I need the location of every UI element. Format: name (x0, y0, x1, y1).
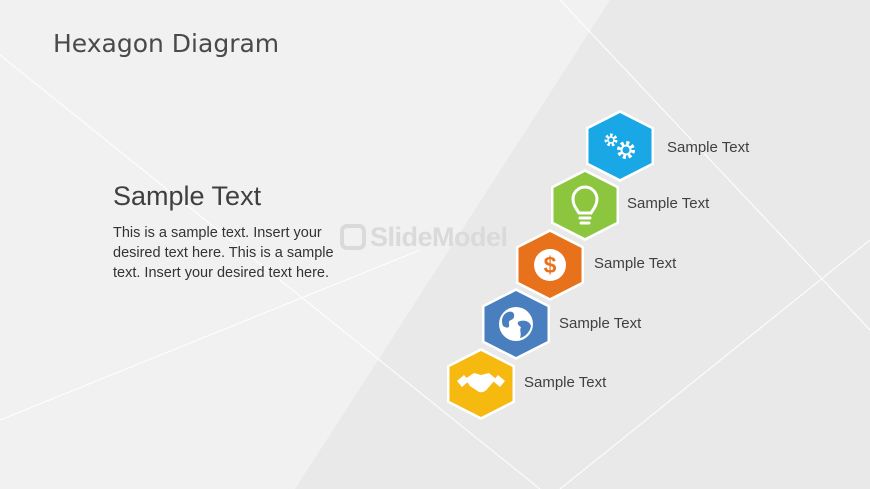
watermark-text: SlideModel (370, 221, 508, 252)
hexagon-fill (553, 172, 617, 238)
page-title: Hexagon Diagram (53, 29, 280, 58)
gears-icon (604, 133, 635, 159)
hexagon-step-2 (547, 167, 623, 243)
hexagon-step-5 (443, 346, 519, 422)
lightbulb-icon (571, 185, 599, 225)
step-1-label: Sample Text (667, 139, 750, 156)
globe-icon (499, 307, 533, 341)
step-3-label: Sample Text (594, 255, 677, 272)
step-4-label: Sample Text (559, 315, 642, 332)
hexagon-step-1 (582, 108, 658, 184)
hexagon-fill (588, 113, 652, 179)
side-heading: Sample Text (113, 181, 262, 211)
watermark-logo (340, 224, 366, 250)
handshake-icon (457, 373, 505, 393)
side-body-text: This is a sample text. Insert your desir… (113, 225, 334, 281)
hexagon-step-3: $ (512, 227, 588, 303)
dollar-icon: $ (534, 249, 566, 281)
svg-text:$: $ (544, 252, 557, 278)
step-2-label: Sample Text (627, 195, 710, 212)
step-5-label: Sample Text (524, 374, 607, 391)
hexagon-step-4 (478, 286, 554, 362)
watermark: SlideModel (340, 217, 508, 257)
